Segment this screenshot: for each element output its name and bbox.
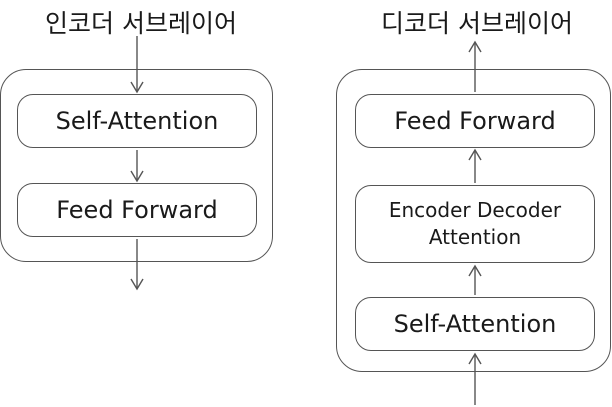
decoder-enc-dec-attention-block: Encoder Decoder Attention (355, 185, 595, 263)
encoder-title: 인코더 서브레이어 (45, 9, 237, 38)
decoder-self-attention-label: Self-Attention (393, 309, 557, 338)
encoder-self-attention-block: Self-Attention (17, 94, 257, 148)
decoder-self-attention-block: Self-Attention (355, 297, 595, 351)
decoder-enc-dec-attention-label: Encoder Decoder Attention (388, 198, 562, 249)
encoder-self-attention-label: Self-Attention (55, 106, 219, 135)
encoder-feed-forward-label: Feed Forward (56, 195, 218, 224)
decoder-feed-forward-block: Feed Forward (355, 94, 595, 148)
encoder-feed-forward-block: Feed Forward (17, 183, 257, 237)
decoder-feed-forward-label: Feed Forward (394, 106, 556, 135)
decoder-title: 디코더 서브레이어 (381, 9, 573, 38)
